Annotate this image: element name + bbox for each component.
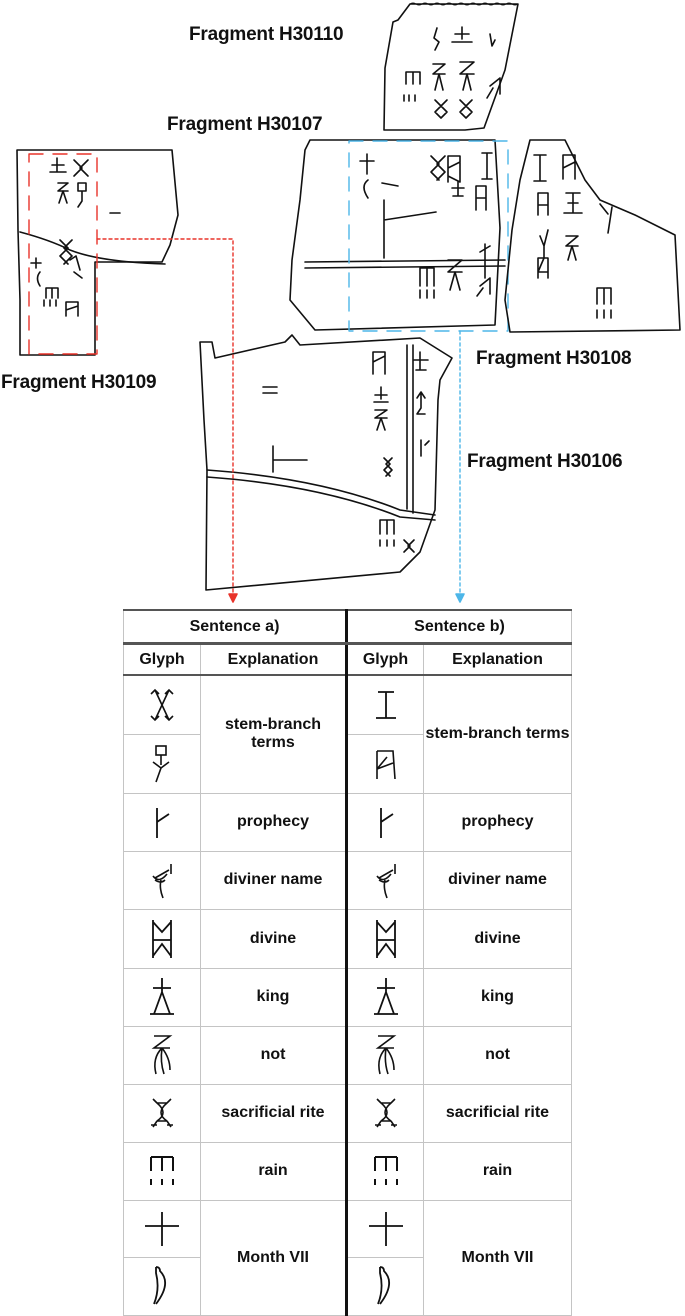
table-row: prophecy prophecy [123,792,572,852]
fragment-h30107 [289,139,506,331]
sentence-a-header: Sentence a) [123,609,348,645]
fragment-h30106 [199,334,453,591]
table-row: Month VII Month VII [123,1199,572,1316]
explanation-cell: sacrificial rite [200,1083,348,1143]
stem-branch-glyph-a2 [123,733,201,794]
table-row: stem-branch terms stem-branch terms [123,674,572,794]
fragment-label-h30106: Fragment H30106 [467,451,623,472]
table-row: king king [123,967,572,1027]
prophecy-glyph [346,792,424,852]
fragment-label-h30110: Fragment H30110 [189,24,344,45]
sacrificial-rite-glyph [346,1083,424,1143]
explanation-cell: rain [423,1141,572,1201]
prophecy-glyph [123,792,201,852]
table-row: diviner name diviner name [123,850,572,910]
explanation-cell: divine [423,908,572,969]
seven-glyph [123,1199,201,1258]
explanation-header-b: Explanation [423,643,572,676]
fragment-label-h30108: Fragment H30108 [476,348,632,369]
explanation-cell: stem-branch terms [200,674,348,794]
not-glyph [123,1025,201,1085]
explanation-cell: rain [200,1141,348,1201]
divine-glyph [123,908,201,969]
table-row: sacrificial rite sacrificial rite [123,1083,572,1143]
moon-glyph [123,1256,201,1316]
stem-branch-glyph-b1 [346,674,424,735]
divine-glyph [346,908,424,969]
glyph-header-a: Glyph [123,643,201,676]
king-glyph [123,967,201,1027]
not-glyph [346,1025,424,1085]
diviner-name-glyph [346,850,424,910]
table-row [123,1256,572,1316]
fragment-h30108 [504,139,681,333]
sentence-a-connector [96,238,234,597]
table-row: not not [123,1025,572,1085]
fragment-h30110 [383,2,519,131]
explanation-cell: diviner name [423,850,572,910]
explanation-cell: sacrificial rite [423,1083,572,1143]
diviner-name-glyph [123,850,201,910]
explanation-cell: prophecy [200,792,348,852]
fragment-h30109 [16,149,179,356]
glyph-explanation-table: Sentence a) Sentence b) Glyph Explanatio… [123,609,572,1316]
explanation-cell: Month VII [423,1199,572,1316]
explanation-cell: prophecy [423,792,572,852]
rain-glyph [346,1141,424,1201]
explanation-cell: king [423,967,572,1027]
rain-glyph [123,1141,201,1201]
glyph-header-b: Glyph [346,643,424,676]
fragment-label-h30107: Fragment H30107 [167,114,323,135]
explanation-header-a: Explanation [200,643,348,676]
seven-glyph [346,1199,424,1258]
sacrificial-rite-glyph [123,1083,201,1143]
explanation-cell: divine [200,908,348,969]
explanation-cell: not [200,1025,348,1085]
king-glyph [346,967,424,1027]
explanation-cell: diviner name [200,850,348,910]
moon-glyph [346,1256,424,1316]
fragment-label-h30109: Fragment H30109 [1,372,157,393]
explanation-cell: not [423,1025,572,1085]
stem-branch-glyph-a1 [123,674,201,735]
stem-branch-glyph-b2 [346,733,424,794]
explanation-cell: Month VII [200,1199,348,1316]
table-row: divine divine [123,908,572,969]
explanation-cell: stem-branch terms [423,674,572,794]
explanation-cell: king [200,967,348,1027]
oracle-bone-fragments-drawing [16,2,681,603]
sentence-b-header: Sentence b) [346,609,572,645]
table-row: rain rain [123,1141,572,1201]
